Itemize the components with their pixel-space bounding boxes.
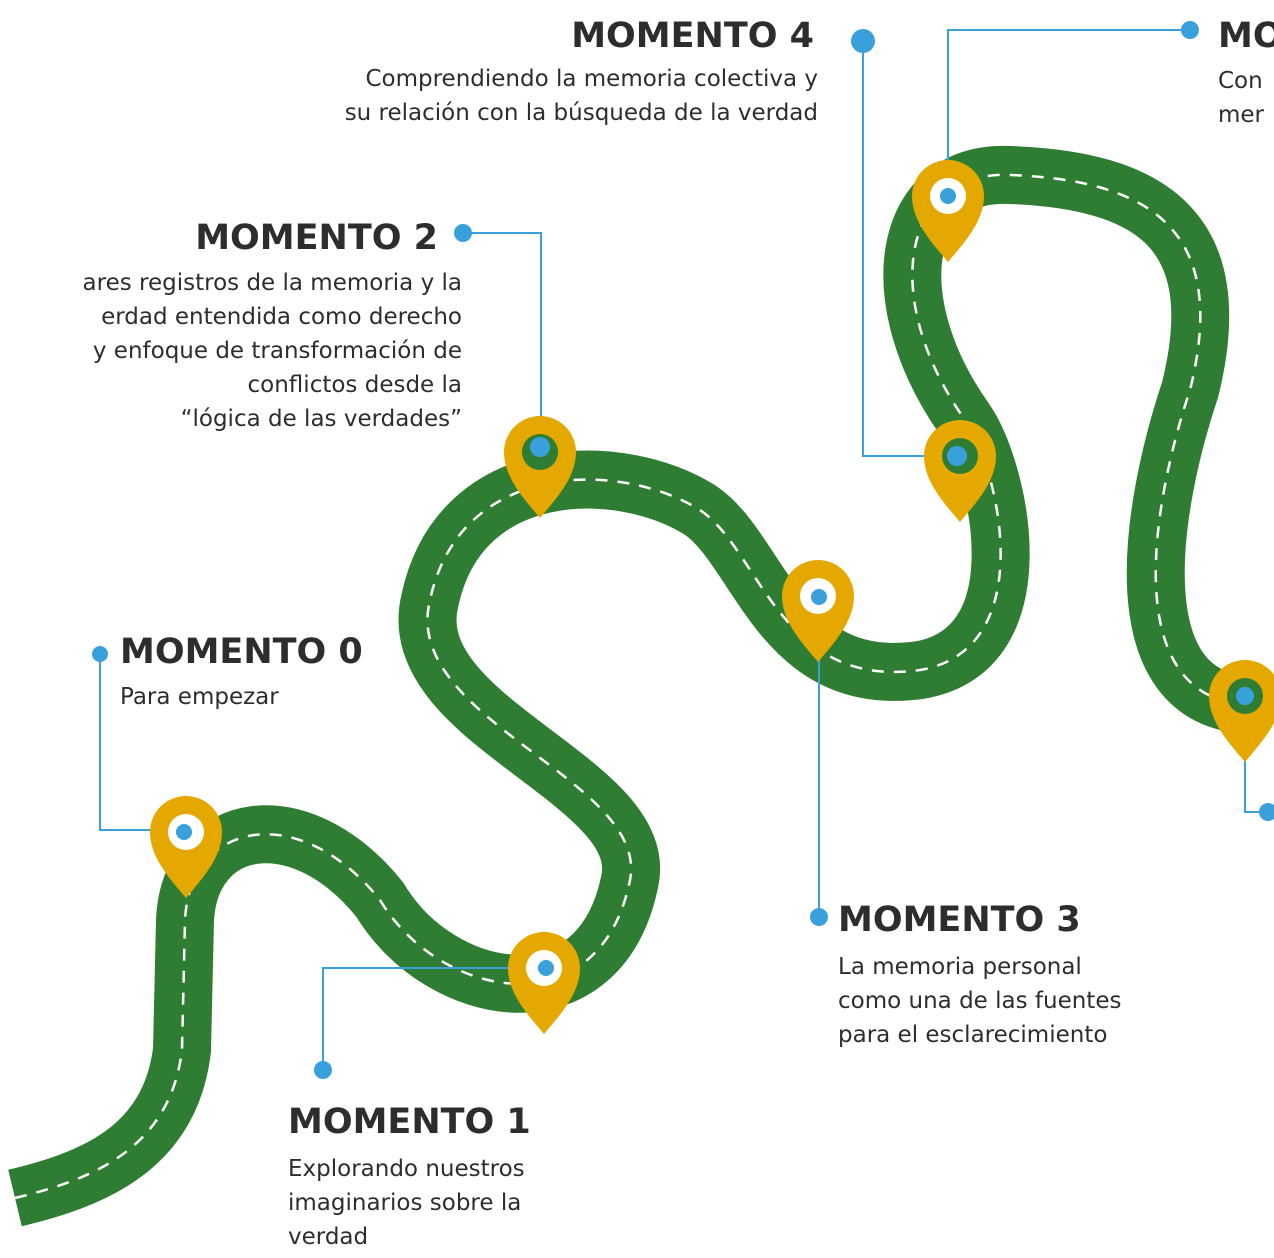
moment-5-description: Con mer (1218, 64, 1264, 132)
moment-3-line-3: para el esclarecimiento (838, 1022, 1108, 1048)
pin-momento-0 (150, 796, 222, 898)
moment-3-line-1: La memoria personal (838, 954, 1082, 980)
pin-dot (538, 960, 554, 976)
moment-1-description: Explorando nuestros imaginarios sobre la… (288, 1152, 525, 1254)
dot-momento-0 (92, 646, 108, 662)
moment-5-title: MO (1218, 16, 1274, 56)
pin-momento-1 (508, 932, 580, 1034)
pin-dot (940, 188, 956, 204)
moment-4-title: MOMENTO 4 (571, 16, 814, 56)
moment-2-description: ares registros de la memoria y la erdad … (83, 266, 462, 436)
pin-dot (947, 446, 967, 466)
moment-1-line-1: Explorando nuestros (288, 1156, 525, 1182)
road-lane-marking (14, 173, 1251, 1200)
dot-momento-4 (851, 29, 875, 53)
moment-3-description: La memoria personal como una de las fuen… (838, 950, 1121, 1052)
moment-2-line-1: ares registros de la memoria y la (82, 270, 462, 296)
connector-momento-1 (322, 967, 546, 1068)
moment-2-title: MOMENTO 2 (195, 218, 438, 258)
moment-2-line-5: “lógica de las verdades” (180, 406, 462, 432)
winding-road (8, 145, 1253, 1227)
moment-0-line-1: Para empezar (120, 684, 279, 710)
pin-momento-2 (504, 416, 576, 518)
moment-4-line-1: Comprendiendo la memoria colectiva y (365, 66, 818, 92)
moment-4-description: Comprendiendo la memoria colectiva y su … (345, 62, 818, 130)
pin-momento-6 (1209, 660, 1274, 762)
pin-momento-3 (782, 560, 854, 662)
moment-1-title: MOMENTO 1 (288, 1102, 531, 1142)
dot-momento-3 (810, 908, 828, 926)
moment-5-line-2: mer (1218, 102, 1265, 128)
moment-1-line-2: imaginarios sobre la (288, 1190, 522, 1216)
connector-momento-5 (947, 29, 1190, 194)
moment-2-line-3: y enfoque de transformación de (92, 338, 462, 364)
moment-1-line-3: verdad (288, 1224, 369, 1250)
connector-momento-2 (463, 232, 542, 446)
dot-momento-6 (1259, 803, 1274, 821)
dot-momento-2 (454, 224, 472, 242)
pin-dot (176, 824, 192, 840)
moment-5-line-1: Con (1218, 68, 1263, 94)
pin-momento-5 (912, 160, 984, 262)
moment-0-title: MOMENTO 0 (120, 632, 363, 672)
moment-3-line-2: como una de las fuentes (838, 988, 1122, 1014)
moment-2-line-2: erdad entendida como derecho (101, 304, 462, 330)
moment-2-line-4: conflictos desde la (247, 372, 462, 398)
dot-momento-1 (314, 1061, 332, 1079)
pin-dot (530, 437, 550, 457)
dot-momento-5 (1181, 21, 1199, 39)
pin-momento-4 (924, 420, 996, 522)
moment-4-line-2: su relación con la búsqueda de la verdad (344, 100, 818, 126)
pin-dot (1236, 687, 1254, 705)
moment-0-description: Para empezar (120, 680, 279, 714)
moment-3-title: MOMENTO 3 (838, 900, 1081, 940)
pin-dot (811, 589, 827, 605)
connector-dots (92, 21, 1274, 1079)
